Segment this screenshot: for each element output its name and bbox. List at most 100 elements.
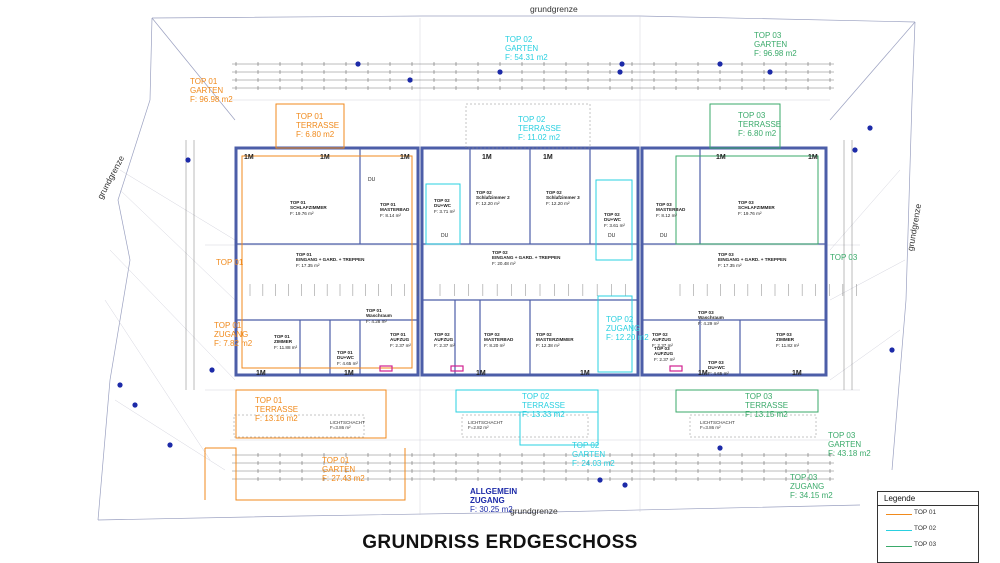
boundary-label-bottom: grundgrenze: [510, 506, 558, 516]
mark-1m: 1M: [808, 154, 818, 161]
mark-1m: 1M: [256, 370, 266, 377]
entrance-marks: [379, 365, 683, 372]
side-tag-top01: TOP 01: [216, 258, 244, 267]
legend-swatch: [886, 514, 912, 515]
legend-item: TOP 01: [878, 506, 978, 522]
level-markers: [117, 61, 895, 488]
mark-1m: 1M: [543, 154, 553, 161]
dimension-ticks: [235, 62, 831, 481]
mark-1m: 1M: [320, 154, 330, 161]
mark-du: DU: [608, 233, 616, 239]
mark-1m: 1M: [400, 154, 410, 161]
mark-du: DU: [441, 233, 449, 239]
legend-swatch: [886, 546, 912, 547]
mark-du: DU: [660, 233, 668, 239]
level-marker: [619, 61, 625, 67]
mark-1m: 1M: [244, 154, 254, 161]
mark-1m: 1M: [716, 154, 726, 161]
level-marker: [597, 477, 603, 483]
mark-1m: 1M: [344, 370, 354, 377]
level-marker: [717, 61, 723, 67]
plan-title: GRUNDRISS ERDGESCHOSS: [362, 532, 638, 553]
legend-label: TOP 02: [914, 525, 937, 532]
level-marker: [117, 382, 123, 388]
level-marker: [617, 69, 623, 75]
dashed-outlines: [233, 103, 817, 438]
level-marker: [889, 347, 895, 353]
stair-hatching: [249, 284, 857, 296]
level-marker: [852, 147, 858, 153]
level-marker: [622, 482, 628, 488]
level-marker: [407, 77, 413, 83]
mark-1m: 1M: [792, 370, 802, 377]
mark-1m: 1M: [482, 154, 492, 161]
dimension-lines: [185, 63, 853, 480]
legend-item: TOP 03: [878, 538, 978, 554]
side-tag-top03: TOP 03: [830, 253, 858, 262]
legend-label: TOP 03: [914, 541, 937, 548]
mark-du: DU: [368, 177, 376, 183]
level-marker: [767, 69, 773, 75]
mark-1m: 1M: [698, 370, 708, 377]
legend-title: Legende: [878, 492, 978, 506]
level-marker: [132, 402, 138, 408]
level-marker: [209, 367, 215, 373]
legend-item: TOP 02: [878, 522, 978, 538]
site-boundary: [97, 15, 916, 521]
level-marker: [355, 61, 361, 67]
level-marker: [497, 69, 503, 75]
legend-swatch: [886, 530, 912, 531]
mark-1m: 1M: [476, 370, 486, 377]
level-marker: [185, 157, 191, 163]
level-marker: [867, 125, 873, 131]
boundary-label-top: grundgrenze: [530, 4, 578, 14]
mark-1m: 1M: [580, 370, 590, 377]
legend: Legende TOP 01 TOP 02 TOP 03: [877, 491, 979, 563]
level-marker: [167, 442, 173, 448]
unit-outlines: [204, 103, 819, 501]
legend-label: TOP 01: [914, 509, 937, 516]
